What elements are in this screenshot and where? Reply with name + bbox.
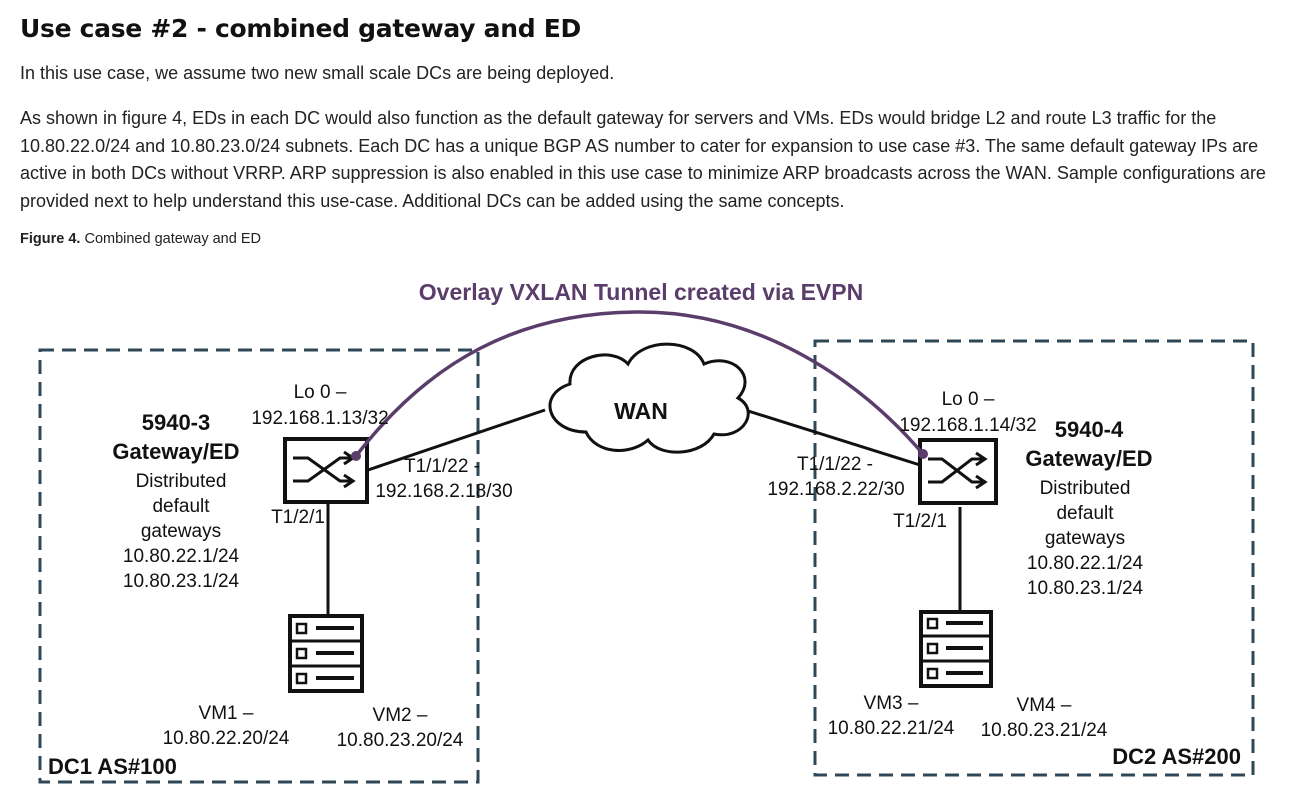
overlay-tunnel-label: Overlay VXLAN Tunnel created via EVPN [419,279,863,305]
dc1-switch-icon [283,437,369,504]
dc2-tunnel-endpoint [918,449,928,459]
dc1-uplink-port: T1/1/22 - [404,456,480,477]
dc1-gateway-line: Distributed [136,471,227,492]
overlay-vxlan-tunnel [354,310,925,458]
dc1-gateway-ip: 10.80.22.1/24 [123,546,240,567]
dc2-loopback-label: Lo 0 – [942,389,995,410]
figure-caption-label: Figure 4. [20,231,81,247]
dc2-switch-name: 5940-4 [1055,417,1124,442]
figure-caption-text: Combined gateway and ED [80,231,261,247]
dc1-boundary [38,348,480,784]
dc2-label: DC2 AS#200 [1112,744,1241,769]
dc1-gateway-line: default [152,496,210,517]
dc1-gateway-ip: 10.80.23.1/24 [123,571,240,592]
vm1-label: VM1 – [199,703,254,724]
dc1-tunnel-endpoint [351,451,361,461]
dc2-loopback-ip: 192.168.1.14/32 [899,415,1036,436]
dc1-downlink-port: T1/2/1 [271,507,325,528]
intro-paragraph: In this use case, we assume two new smal… [20,63,615,83]
dc1-server-icon [288,614,364,693]
dc2-gateway-line: default [1056,503,1114,524]
dc2-switch-role: Gateway/ED [1025,446,1152,471]
vm2-ip: 10.80.23.20/24 [337,730,464,751]
description-paragraph: As shown in figure 4, EDs in each DC wou… [20,108,1266,211]
vm3-label: VM3 – [864,693,919,714]
section-heading: Use case #2 - combined gateway and ED [20,14,581,43]
figure-caption: Figure 4. Combined gateway and ED [20,231,261,247]
dc1-switch-role: Gateway/ED [112,439,239,464]
vm3-ip: 10.80.22.21/24 [828,718,955,739]
dc2-gateway-ip: 10.80.23.1/24 [1027,578,1144,599]
wan-cloud-icon [548,342,750,454]
dc1-loopback-label: Lo 0 – [294,382,347,403]
vm2-label: VM2 – [373,705,428,726]
dc2-wan-link [744,408,921,467]
dc2-gateway-ip: 10.80.22.1/24 [1027,553,1144,574]
vm4-ip: 10.80.23.21/24 [981,720,1108,741]
dc1-loopback-ip: 192.168.1.13/32 [251,408,388,429]
dc2-gateway-line: Distributed [1040,478,1131,499]
vm1-ip: 10.80.22.20/24 [163,728,290,749]
dc2-uplink-ip: 192.168.2.22/30 [767,479,904,500]
dc1-wan-link [367,408,546,472]
dc2-gateway-line: gateways [1045,528,1125,549]
vm4-label: VM4 – [1017,695,1072,716]
dc2-downlink-port: T1/2/1 [893,511,947,532]
dc2-server-icon [919,610,993,688]
dc1-gateway-line: gateways [141,521,221,542]
dc1-switch-name: 5940-3 [142,410,211,435]
dc2-uplink-port: T1/1/22 - [797,454,873,475]
dc1-label: DC1 AS#100 [48,754,177,779]
dc1-uplink-ip: 192.168.2.18/30 [375,481,512,502]
dc2-switch-icon [918,438,998,505]
wan-label: WAN [614,398,668,424]
dc2-boundary [813,339,1255,777]
